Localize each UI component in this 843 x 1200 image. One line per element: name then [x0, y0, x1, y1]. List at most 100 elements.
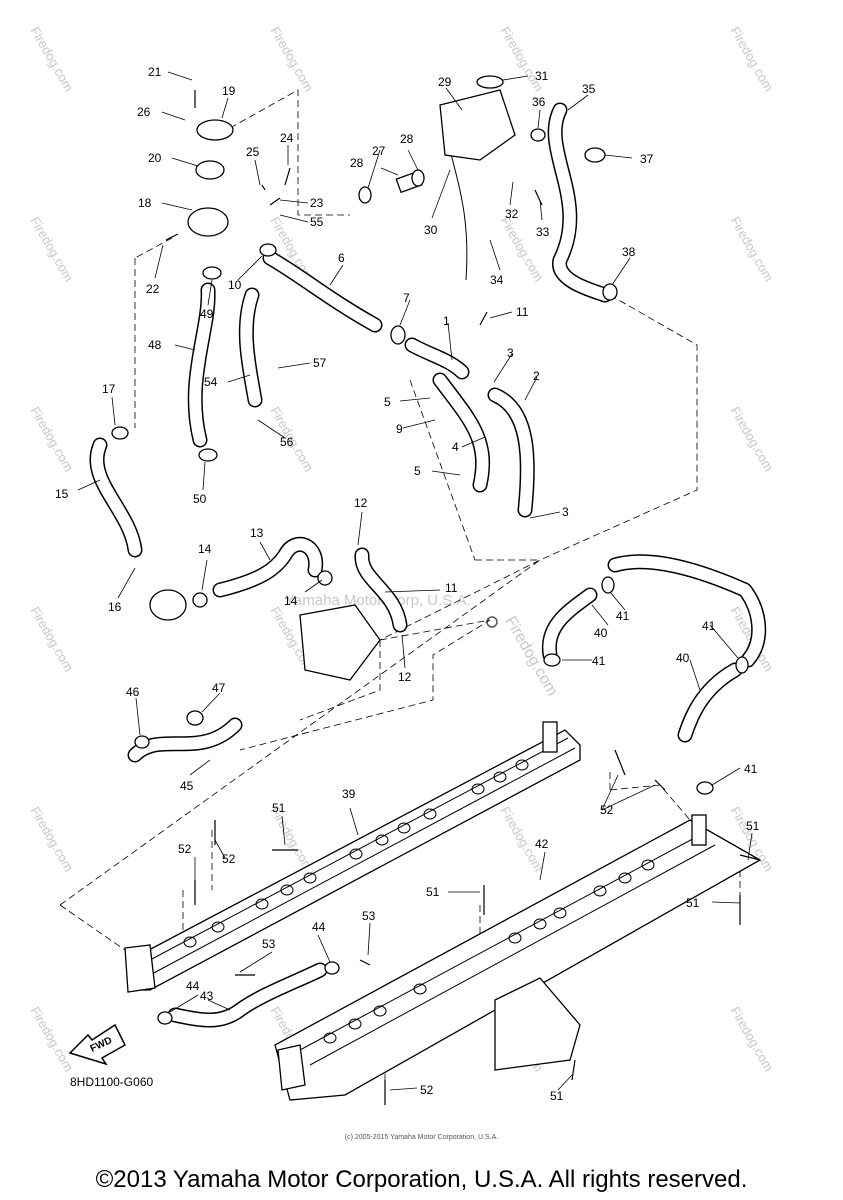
callout-40b: 40: [676, 651, 690, 665]
callout-41b: 41: [592, 654, 606, 668]
callout-54: 54: [204, 375, 218, 389]
coolant-tank-29: [439, 89, 516, 161]
mounting-bracket: [494, 977, 581, 1071]
heat-exchanger-42: [274, 814, 762, 1101]
watermark-site: Firedog.com: [267, 24, 316, 94]
callout-13: 13: [250, 526, 264, 540]
callout-14b: 14: [284, 594, 298, 608]
callout-28: 28: [350, 156, 364, 170]
outlet-pipe: [542, 721, 558, 753]
watermark-site: Firedog.com: [727, 24, 776, 94]
clamp-41: [601, 576, 615, 594]
watermark-site: Firedog.com: [27, 24, 76, 94]
copyright-footer: ©2013 Yamaha Motor Corporation, U.S.A. A…: [95, 1166, 748, 1193]
fine-print: (c) 2005-2015 Yamaha Motor Corporation, …: [344, 1134, 499, 1141]
clamp-37: [584, 147, 606, 163]
clamp-8: [259, 243, 277, 257]
clamp-7: [390, 325, 406, 345]
clamp-14: [192, 592, 208, 608]
callout-17: 17: [102, 382, 116, 396]
clamp-41: [735, 656, 749, 674]
callout-3b: 3: [562, 505, 569, 519]
callout-38: 38: [622, 245, 636, 259]
watermark-site: Firedog.com: [27, 404, 76, 474]
callout-51c: 51: [686, 896, 700, 910]
clamp-44: [324, 961, 340, 975]
callout-23: 23: [310, 196, 324, 210]
callouts: 21 19 26 20 24 25 18 23 55 22 49 10 6 28…: [55, 65, 760, 1103]
callout-55: 55: [310, 215, 324, 229]
water-pump: [299, 604, 381, 681]
clamp-28: [411, 169, 425, 187]
callout-41c: 41: [702, 619, 716, 633]
callout-1: 1: [443, 314, 450, 328]
clamp-50: [198, 448, 218, 462]
callout-49: 49: [200, 307, 214, 321]
fasteners: [165, 90, 761, 1105]
callout-7: 7: [403, 291, 410, 305]
callout-5b: 5: [414, 464, 421, 478]
callout-15: 15: [55, 487, 69, 501]
diagram-code: 8HD1100-G060: [70, 1075, 154, 1089]
callout-6: 6: [338, 251, 345, 265]
thermostat-housing-18: [187, 207, 229, 237]
callout-51: 51: [272, 801, 286, 815]
callout-51e: 51: [550, 1089, 564, 1103]
callout-24: 24: [280, 131, 294, 145]
watermark-site: Firedog.com: [727, 214, 776, 284]
callout-29: 29: [438, 75, 452, 89]
callout-56: 56: [280, 435, 294, 449]
callout-27: 27: [372, 144, 386, 158]
clamp-38: [602, 283, 618, 301]
components: [111, 75, 749, 1025]
callout-45: 45: [180, 779, 194, 793]
clamp-49: [202, 266, 222, 280]
callout-8: 10: [228, 278, 242, 292]
callout-41d: 41: [744, 762, 758, 776]
watermark-site: Firedog.com: [727, 404, 776, 474]
callout-46: 46: [126, 685, 140, 699]
callout-34: 34: [490, 273, 504, 287]
clamp-41: [696, 781, 714, 795]
callout-50: 50: [193, 492, 207, 506]
callout-41: 41: [616, 609, 630, 623]
callout-21: 21: [148, 65, 162, 79]
clamp-14: [317, 570, 333, 586]
callout-51b: 51: [746, 819, 760, 833]
callout-18: 18: [138, 196, 152, 210]
callout-22: 22: [146, 282, 160, 296]
thermostat-20: [195, 160, 225, 180]
heat-exchanger-39: [124, 721, 581, 993]
assembly-lines: [59, 89, 741, 1085]
copyright-mark-icon: [486, 616, 498, 628]
callout-53b: 53: [362, 909, 376, 923]
callout-40: 40: [594, 626, 608, 640]
watermark-site: Firedog.com: [27, 604, 76, 674]
callout-52: 52: [600, 803, 614, 817]
clamp-47: [186, 710, 204, 726]
fwd-arrow-icon: FWD: [68, 1023, 126, 1066]
callout-30: 30: [424, 223, 438, 237]
callout-42: 42: [535, 837, 549, 851]
clamp-46: [134, 735, 150, 749]
clamp-36: [530, 128, 546, 142]
callout-14: 14: [198, 542, 212, 556]
callout-37: 37: [640, 152, 654, 166]
tank-cap-31: [476, 75, 504, 89]
callout-51d: 51: [426, 885, 440, 899]
callout-4: 4: [452, 440, 459, 454]
callout-10: 11: [516, 305, 529, 319]
watermark-text: Yamaha Motor Corp, U.S.A.: [285, 592, 471, 609]
callout-35: 35: [582, 82, 596, 96]
callout-32: 32: [505, 207, 519, 221]
callout-3: 3: [507, 346, 514, 360]
leader-lines: [77, 71, 753, 1091]
callout-53: 53: [262, 937, 276, 951]
thermostat-cover-19: [196, 119, 234, 141]
watermark-site: Firedog.com: [27, 804, 76, 874]
callout-28b: 28: [400, 132, 414, 146]
callout-39: 39: [342, 787, 356, 801]
hoses: [89, 102, 767, 1028]
callout-31: 31: [535, 69, 549, 83]
